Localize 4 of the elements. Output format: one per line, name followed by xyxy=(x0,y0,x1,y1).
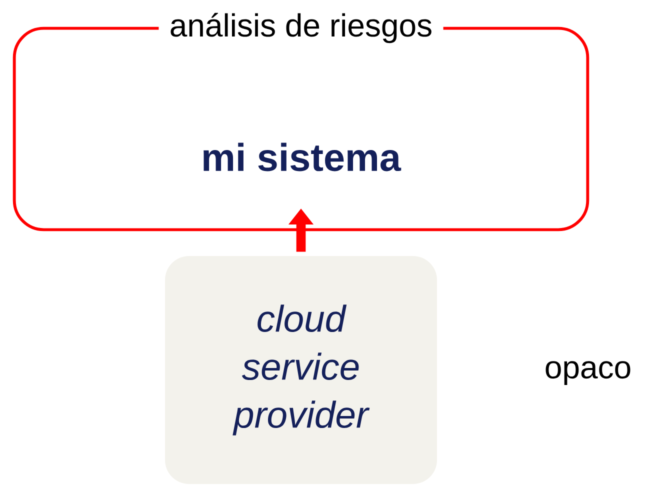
system-label: mi sistema xyxy=(204,142,402,172)
provider-box: cloud service provider xyxy=(165,256,437,484)
box-heading: análisis de riesgos xyxy=(158,12,444,44)
side-label: opaco xyxy=(546,361,630,385)
